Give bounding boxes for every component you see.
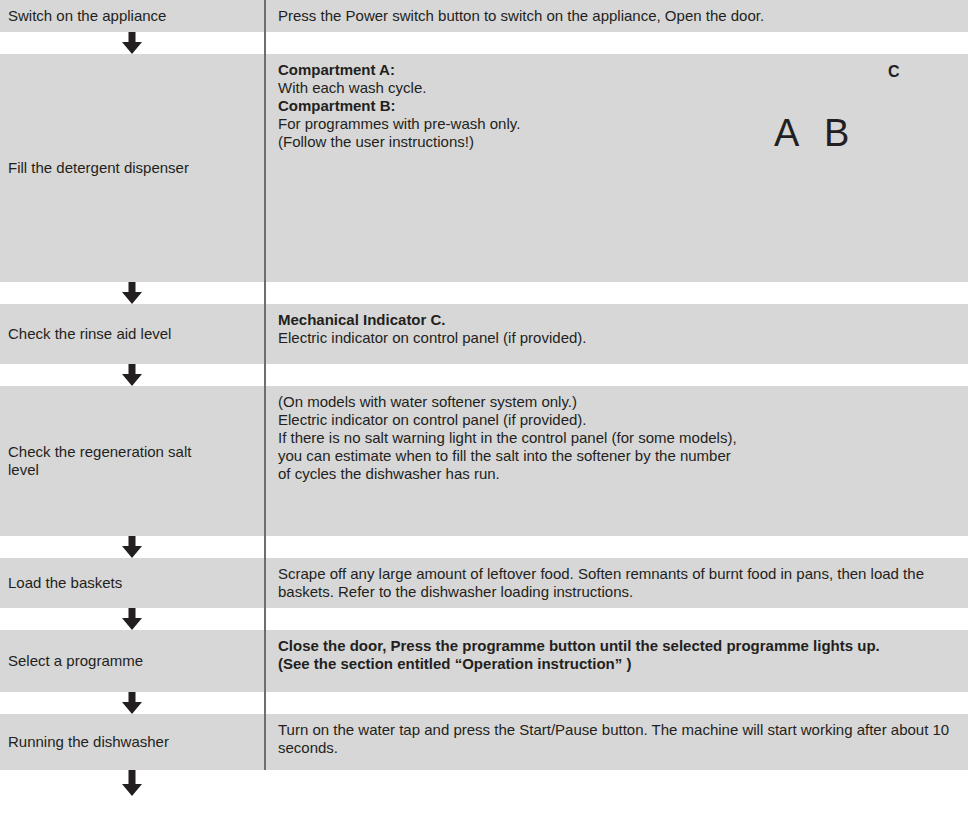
text-column: Press the Power switch button to switch … bbox=[278, 7, 954, 25]
step-title: Select a programme bbox=[8, 652, 198, 670]
step-instruction: (Follow the user instructions!) bbox=[278, 133, 740, 151]
step-box: Load the baskets bbox=[0, 558, 264, 608]
step-title: Load the baskets bbox=[8, 574, 198, 592]
text-column: Load the baskets bbox=[8, 574, 198, 592]
callout-letter: C bbox=[888, 64, 900, 80]
text-column: Compartment A:With each wash cycle.Compa… bbox=[278, 61, 740, 151]
step-title: Switch on the appliance bbox=[8, 7, 198, 25]
step-instruction: Mechanical Indicator C. bbox=[278, 311, 954, 329]
step-title: Running the dishwasher bbox=[8, 733, 198, 751]
step-instruction: Turn on the water tap and press the Star… bbox=[278, 721, 954, 757]
callout-letter: A bbox=[774, 114, 799, 152]
step-title: Check the rinse aid level bbox=[8, 325, 198, 343]
step-instruction: Close the door, Press the programme butt… bbox=[278, 637, 954, 655]
flow-arrow bbox=[122, 692, 142, 714]
step-instruction: Scrape off any large amount of leftover … bbox=[278, 565, 954, 601]
description-box: Mechanical Indicator C.Electric indicato… bbox=[266, 304, 968, 364]
step-box: Fill the detergent dispenser bbox=[0, 54, 264, 282]
flow-arrow bbox=[122, 282, 142, 304]
description-box: Compartment A:With each wash cycle.Compa… bbox=[266, 54, 968, 282]
text-column: Close the door, Press the programme butt… bbox=[278, 637, 954, 673]
step-box: Check the regeneration salt level bbox=[0, 386, 264, 536]
flow-arrow bbox=[122, 364, 142, 386]
description-box: Scrape off any large amount of leftover … bbox=[266, 558, 968, 608]
flow-arrow bbox=[122, 608, 142, 630]
step-box: Running the dishwasher bbox=[0, 714, 264, 770]
step-instruction: With each wash cycle. bbox=[278, 79, 740, 97]
description-box: Close the door, Press the programme butt… bbox=[266, 630, 968, 692]
step-instruction: Electric indicator on control panel (if … bbox=[278, 411, 740, 429]
continuation-arrow bbox=[122, 770, 142, 796]
text-column: Turn on the water tap and press the Star… bbox=[278, 721, 954, 757]
step-box: Check the rinse aid level bbox=[0, 304, 264, 364]
step-instruction: Electric indicator on control panel (if … bbox=[278, 329, 954, 347]
description-box: Turn on the water tap and press the Star… bbox=[266, 714, 968, 770]
step-instruction: (On models with water softener system on… bbox=[278, 393, 740, 411]
flow-arrow bbox=[122, 536, 142, 558]
text-column: Select a programme bbox=[8, 652, 198, 670]
text-column: Check the rinse aid level bbox=[8, 325, 198, 343]
step-title: Fill the detergent dispenser bbox=[8, 159, 198, 177]
step-instruction: (See the section entitled “Operation ins… bbox=[278, 655, 954, 673]
callout-letter: B bbox=[824, 114, 849, 152]
text-column: Scrape off any large amount of leftover … bbox=[278, 565, 954, 601]
text-column: Check the regeneration salt level bbox=[8, 443, 198, 479]
step-box: Switch on the appliance bbox=[0, 0, 264, 32]
text-column: Mechanical Indicator C.Electric indicato… bbox=[278, 311, 954, 347]
description-box: Press the Power switch button to switch … bbox=[266, 0, 968, 32]
text-column: (On models with water softener system on… bbox=[278, 393, 740, 483]
text-column: Fill the detergent dispenser bbox=[8, 159, 198, 177]
step-instruction: Compartment A: bbox=[278, 61, 740, 79]
step-title: Check the regeneration salt level bbox=[8, 443, 198, 479]
step-instruction: For programmes with pre-wash only. bbox=[278, 115, 740, 133]
text-column: Switch on the appliance bbox=[8, 7, 198, 25]
step-box: Select a programme bbox=[0, 630, 264, 692]
step-instruction: Compartment B: bbox=[278, 97, 740, 115]
step-instruction: Press the Power switch button to switch … bbox=[278, 7, 954, 25]
step-instruction: If there is no salt warning light in the… bbox=[278, 429, 740, 483]
flow-arrow bbox=[122, 32, 142, 54]
text-column: Running the dishwasher bbox=[8, 733, 198, 751]
description-box: (On models with water softener system on… bbox=[266, 386, 968, 536]
